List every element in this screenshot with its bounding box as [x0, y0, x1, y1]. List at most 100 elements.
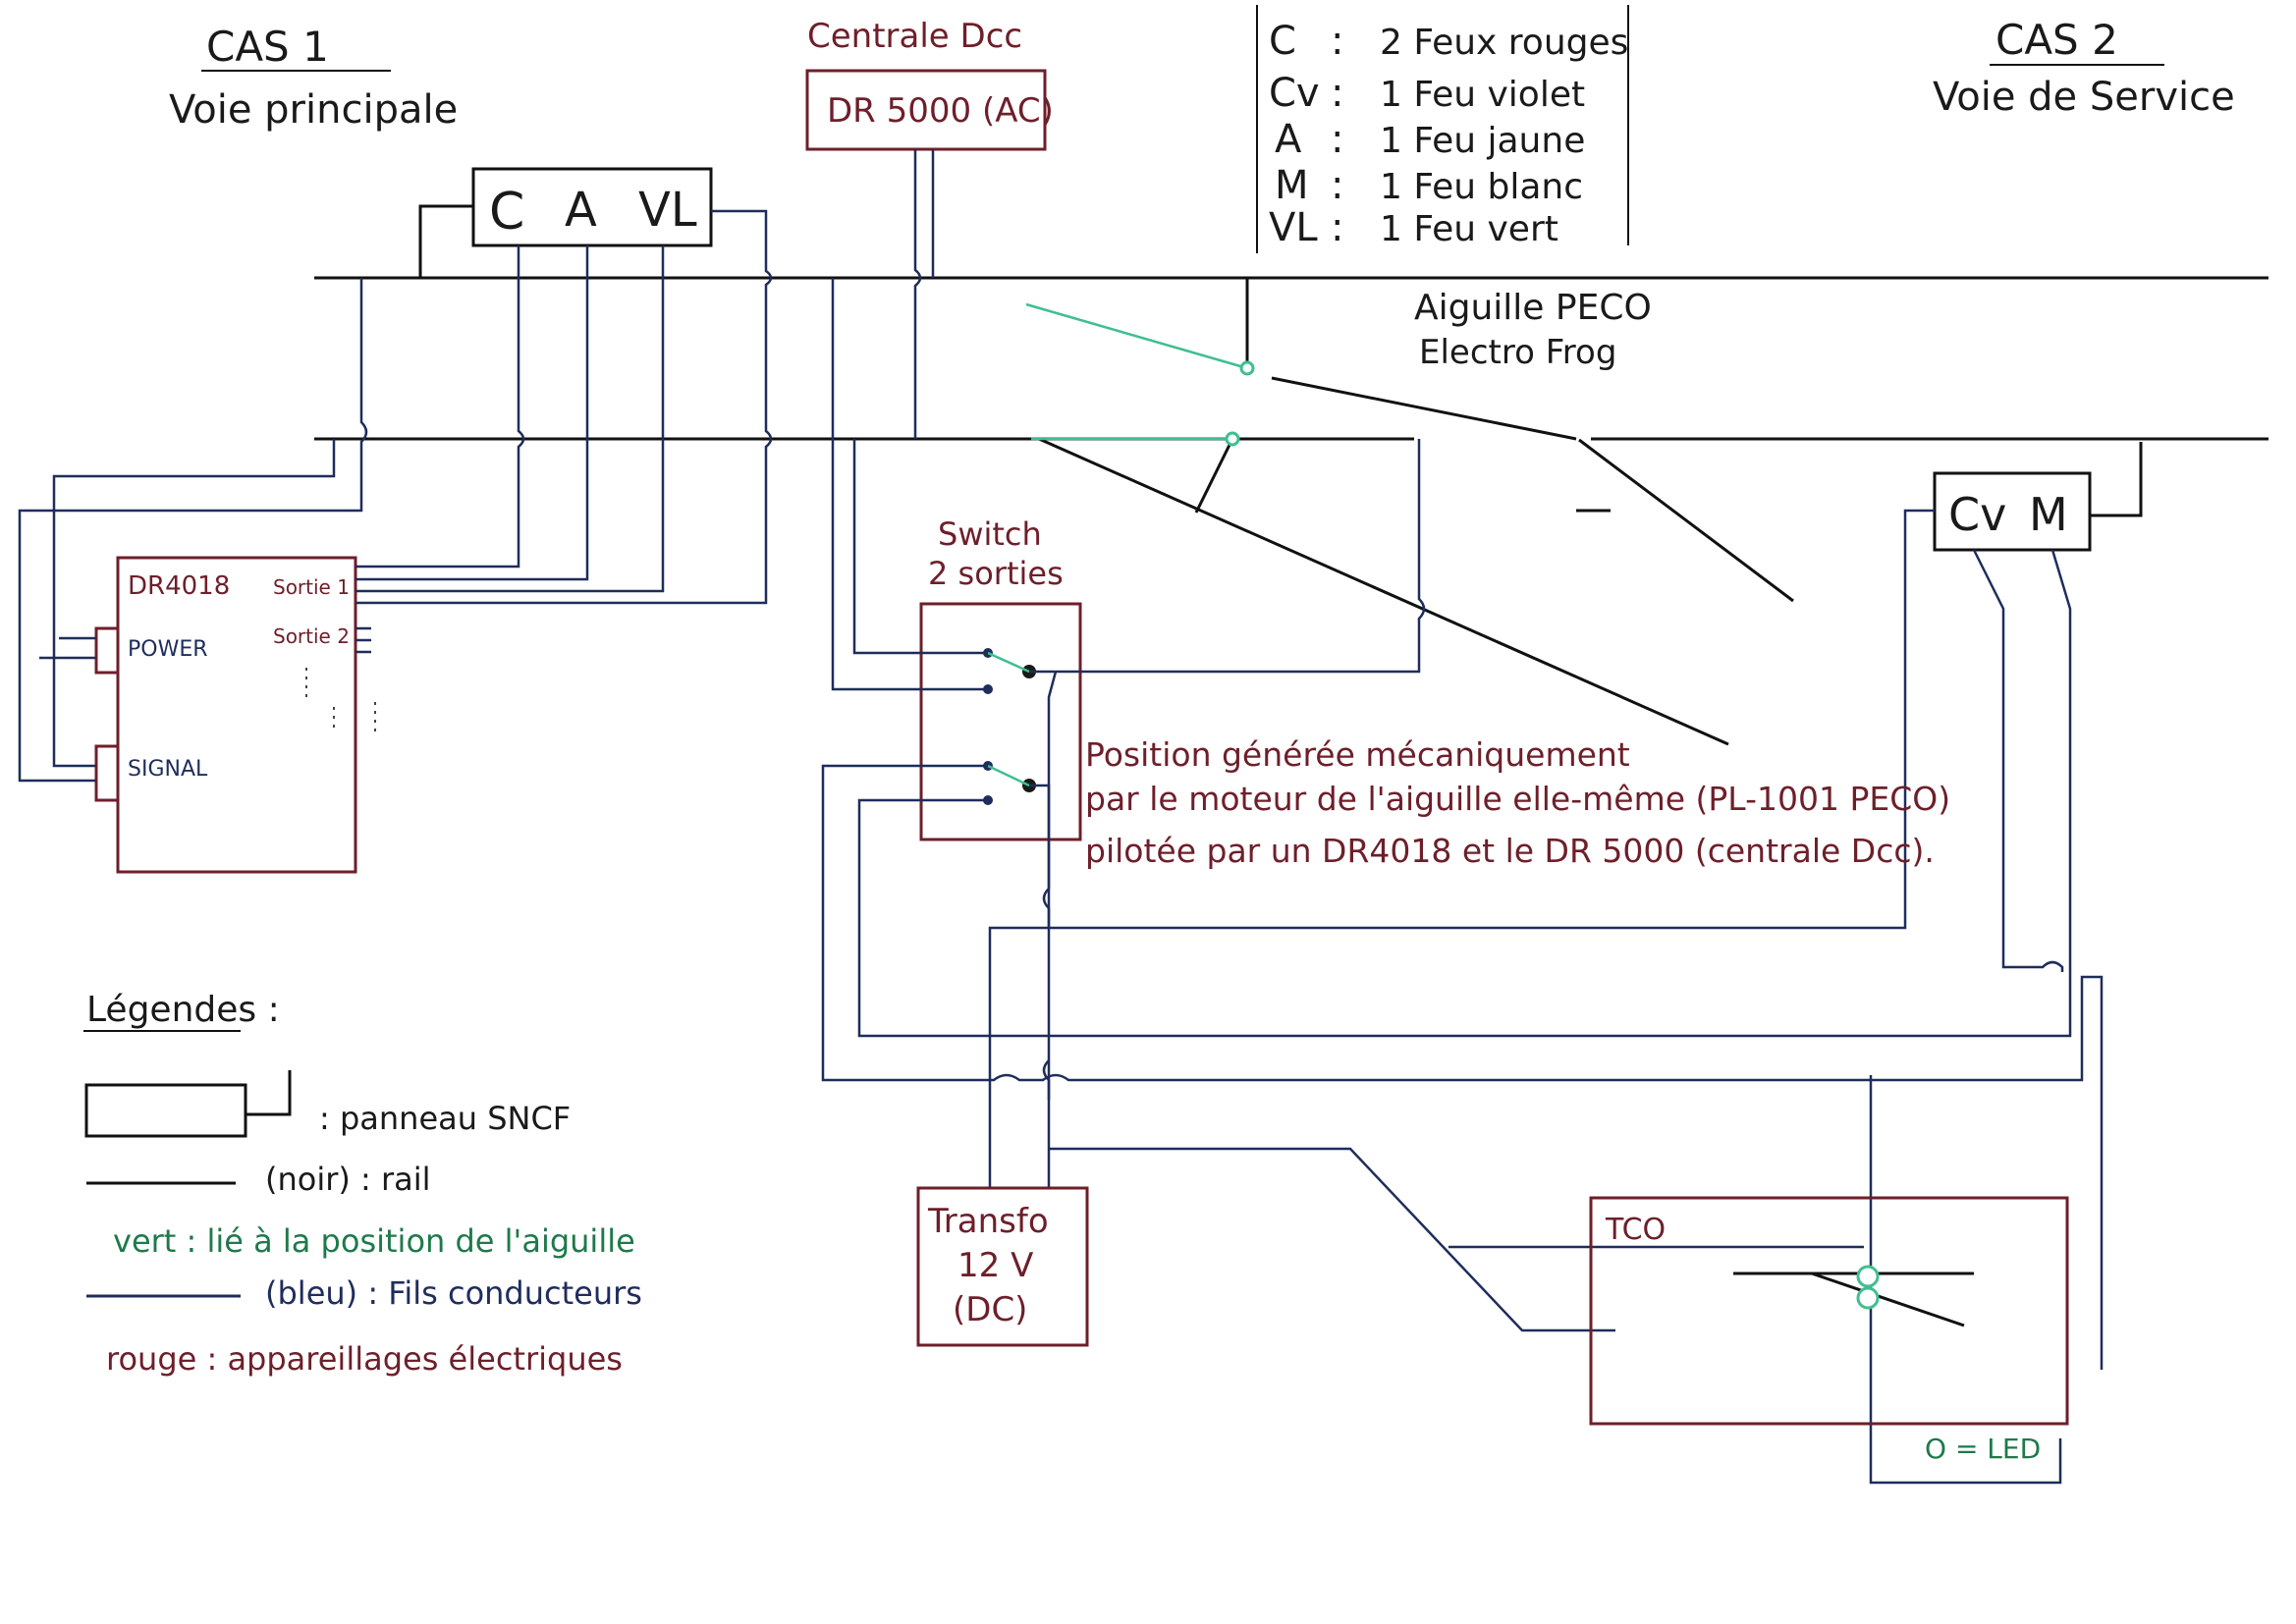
transfo-line1: Transfo — [927, 1202, 1049, 1241]
wire-transfo-right — [1049, 1147, 1615, 1332]
decoder-out1: Sortie 1 — [273, 575, 350, 599]
central-device-box — [805, 69, 1047, 151]
switch-lever — [987, 651, 1030, 674]
key-sep: : — [1331, 117, 1343, 162]
key-row: A : 1 Feu jaune — [1275, 117, 1585, 162]
key-text: 1 Feu jaune — [1380, 121, 1585, 161]
rail-diverging — [1271, 376, 1577, 441]
wire-out1-vl — [355, 245, 665, 593]
wire-transfo-top — [988, 509, 1935, 1188]
wire-frog-b — [831, 278, 988, 691]
service-signal-post — [2090, 442, 2143, 517]
decoder-dots — [305, 668, 376, 731]
wire-frog-common — [1029, 439, 1426, 674]
turnout-pivot — [1239, 360, 1255, 376]
legend-panel-text: : panneau SNCF — [319, 1100, 571, 1137]
turnout-label-line1: Aiguille PECO — [1414, 288, 1652, 328]
service-signal-m: M — [2029, 488, 2068, 541]
key-row: Cv : 1 Feu violet — [1269, 71, 1585, 116]
switch-box — [919, 602, 1082, 841]
switch-lever — [987, 764, 1030, 787]
note-line3: pilotée par un DR4018 et le DR 5000 (cen… — [1085, 832, 1935, 870]
turnout-pivot — [1225, 431, 1240, 447]
wire-signal-b — [18, 278, 368, 783]
key-sep: : — [1331, 163, 1343, 208]
wire-tco-led — [1869, 1075, 2062, 1485]
transfo-line3: (DC) — [953, 1290, 1027, 1329]
legend-red-text: rouge : appareillages électriques — [106, 1340, 623, 1378]
wire-pole2-b — [857, 549, 2072, 1038]
wire-pole2-a — [821, 764, 2104, 1370]
switch-label-line2: 2 sorties — [928, 555, 1064, 592]
main-signal-c: C — [489, 183, 524, 242]
decoder-power: POWER — [128, 637, 208, 662]
case1-title: CAS 1 — [206, 23, 329, 71]
turnout-label-line2: Electro Frog — [1419, 333, 1616, 372]
central-device-label: DR 5000 (AC) — [827, 91, 1054, 131]
legend-panel-sample — [84, 1083, 247, 1138]
key-text: 1 Feu blanc — [1380, 167, 1583, 207]
tco-box — [1589, 1196, 2069, 1426]
key-row: VL : 1 Feu vert — [1269, 205, 1558, 250]
decoder-out2: Sortie 2 — [273, 624, 350, 648]
switch-label-line1: Switch — [938, 515, 1042, 553]
service-signal-panel — [1933, 471, 2092, 552]
wire-pole2-common — [1029, 784, 1051, 1188]
main-signal-vl: VL — [638, 183, 697, 238]
service-signal-cv: Cv — [1948, 488, 2006, 541]
key-sep: : — [1331, 205, 1343, 250]
transfo-line2: 12 V — [957, 1246, 1033, 1285]
main-signal-panel — [471, 167, 713, 247]
wire-out2-stubs — [355, 626, 371, 654]
legend-green-text: vert : lié à la position de l'aiguille — [113, 1222, 635, 1260]
wire-out1-c — [355, 245, 525, 568]
rail-branch — [1038, 437, 1729, 746]
key-text: 2 Feux rouges — [1380, 23, 1628, 63]
wire-out1-a — [355, 245, 589, 581]
key-code: M — [1275, 163, 1309, 208]
key-row: M : 1 Feu blanc — [1275, 163, 1583, 208]
rail-diverging-b — [1578, 438, 1794, 603]
central-label: Centrale Dcc — [807, 17, 1022, 56]
wire-frog-a — [852, 439, 988, 655]
main-signal-post — [418, 204, 473, 278]
wire-out1-common — [355, 209, 773, 605]
legend-panel-post — [246, 1070, 292, 1116]
key-text: 1 Feu violet — [1380, 75, 1585, 115]
tco-led — [1856, 1265, 1880, 1288]
tco-led — [1856, 1286, 1880, 1310]
legend-blue-text: (bleu) : Fils conducteurs — [265, 1274, 642, 1312]
wire-signal-a — [52, 439, 336, 768]
decoder-box — [116, 556, 357, 874]
tco-label: TCO — [1605, 1213, 1666, 1247]
wire-cv — [1972, 549, 2064, 972]
key-sep: : — [1331, 19, 1343, 64]
key-code: VL — [1269, 205, 1318, 250]
legend-rail-text: (noir) : rail — [265, 1161, 431, 1198]
turnout-rod-2 — [1194, 438, 1234, 514]
key-sep: : — [1331, 71, 1343, 116]
key-code: C — [1269, 19, 1296, 64]
key-text: 1 Feu vert — [1380, 209, 1558, 249]
note-line1: Position générée mécaniquement — [1085, 735, 1630, 774]
case2-subtitle: Voie de Service — [1933, 75, 2235, 120]
decoder-signal: SIGNAL — [128, 757, 208, 782]
key-row: C : 2 Feux rouges — [1269, 19, 1628, 64]
transfo-box — [916, 1186, 1089, 1347]
legend-title: Légendes : — [86, 990, 280, 1030]
tco-track-diverging — [1811, 1272, 1965, 1327]
decoder-power-terminal — [94, 626, 120, 675]
key-code: Cv — [1269, 71, 1320, 116]
main-signal-a: A — [565, 183, 597, 238]
decoder-name: DR4018 — [128, 571, 230, 601]
case1-subtitle: Voie principale — [169, 87, 458, 133]
central-feed-wire — [913, 149, 922, 439]
note-line2: par le moteur de l'aiguille elle-même (P… — [1085, 780, 1950, 818]
turnout-blade-green-top — [1025, 302, 1248, 370]
case2-title: CAS 2 — [1995, 16, 2118, 64]
wire-transfo-mid — [1042, 671, 1058, 1100]
key-code: A — [1275, 117, 1302, 162]
decoder-signal-terminal — [94, 744, 120, 802]
tco-led-note: O = LED — [1925, 1433, 2041, 1465]
